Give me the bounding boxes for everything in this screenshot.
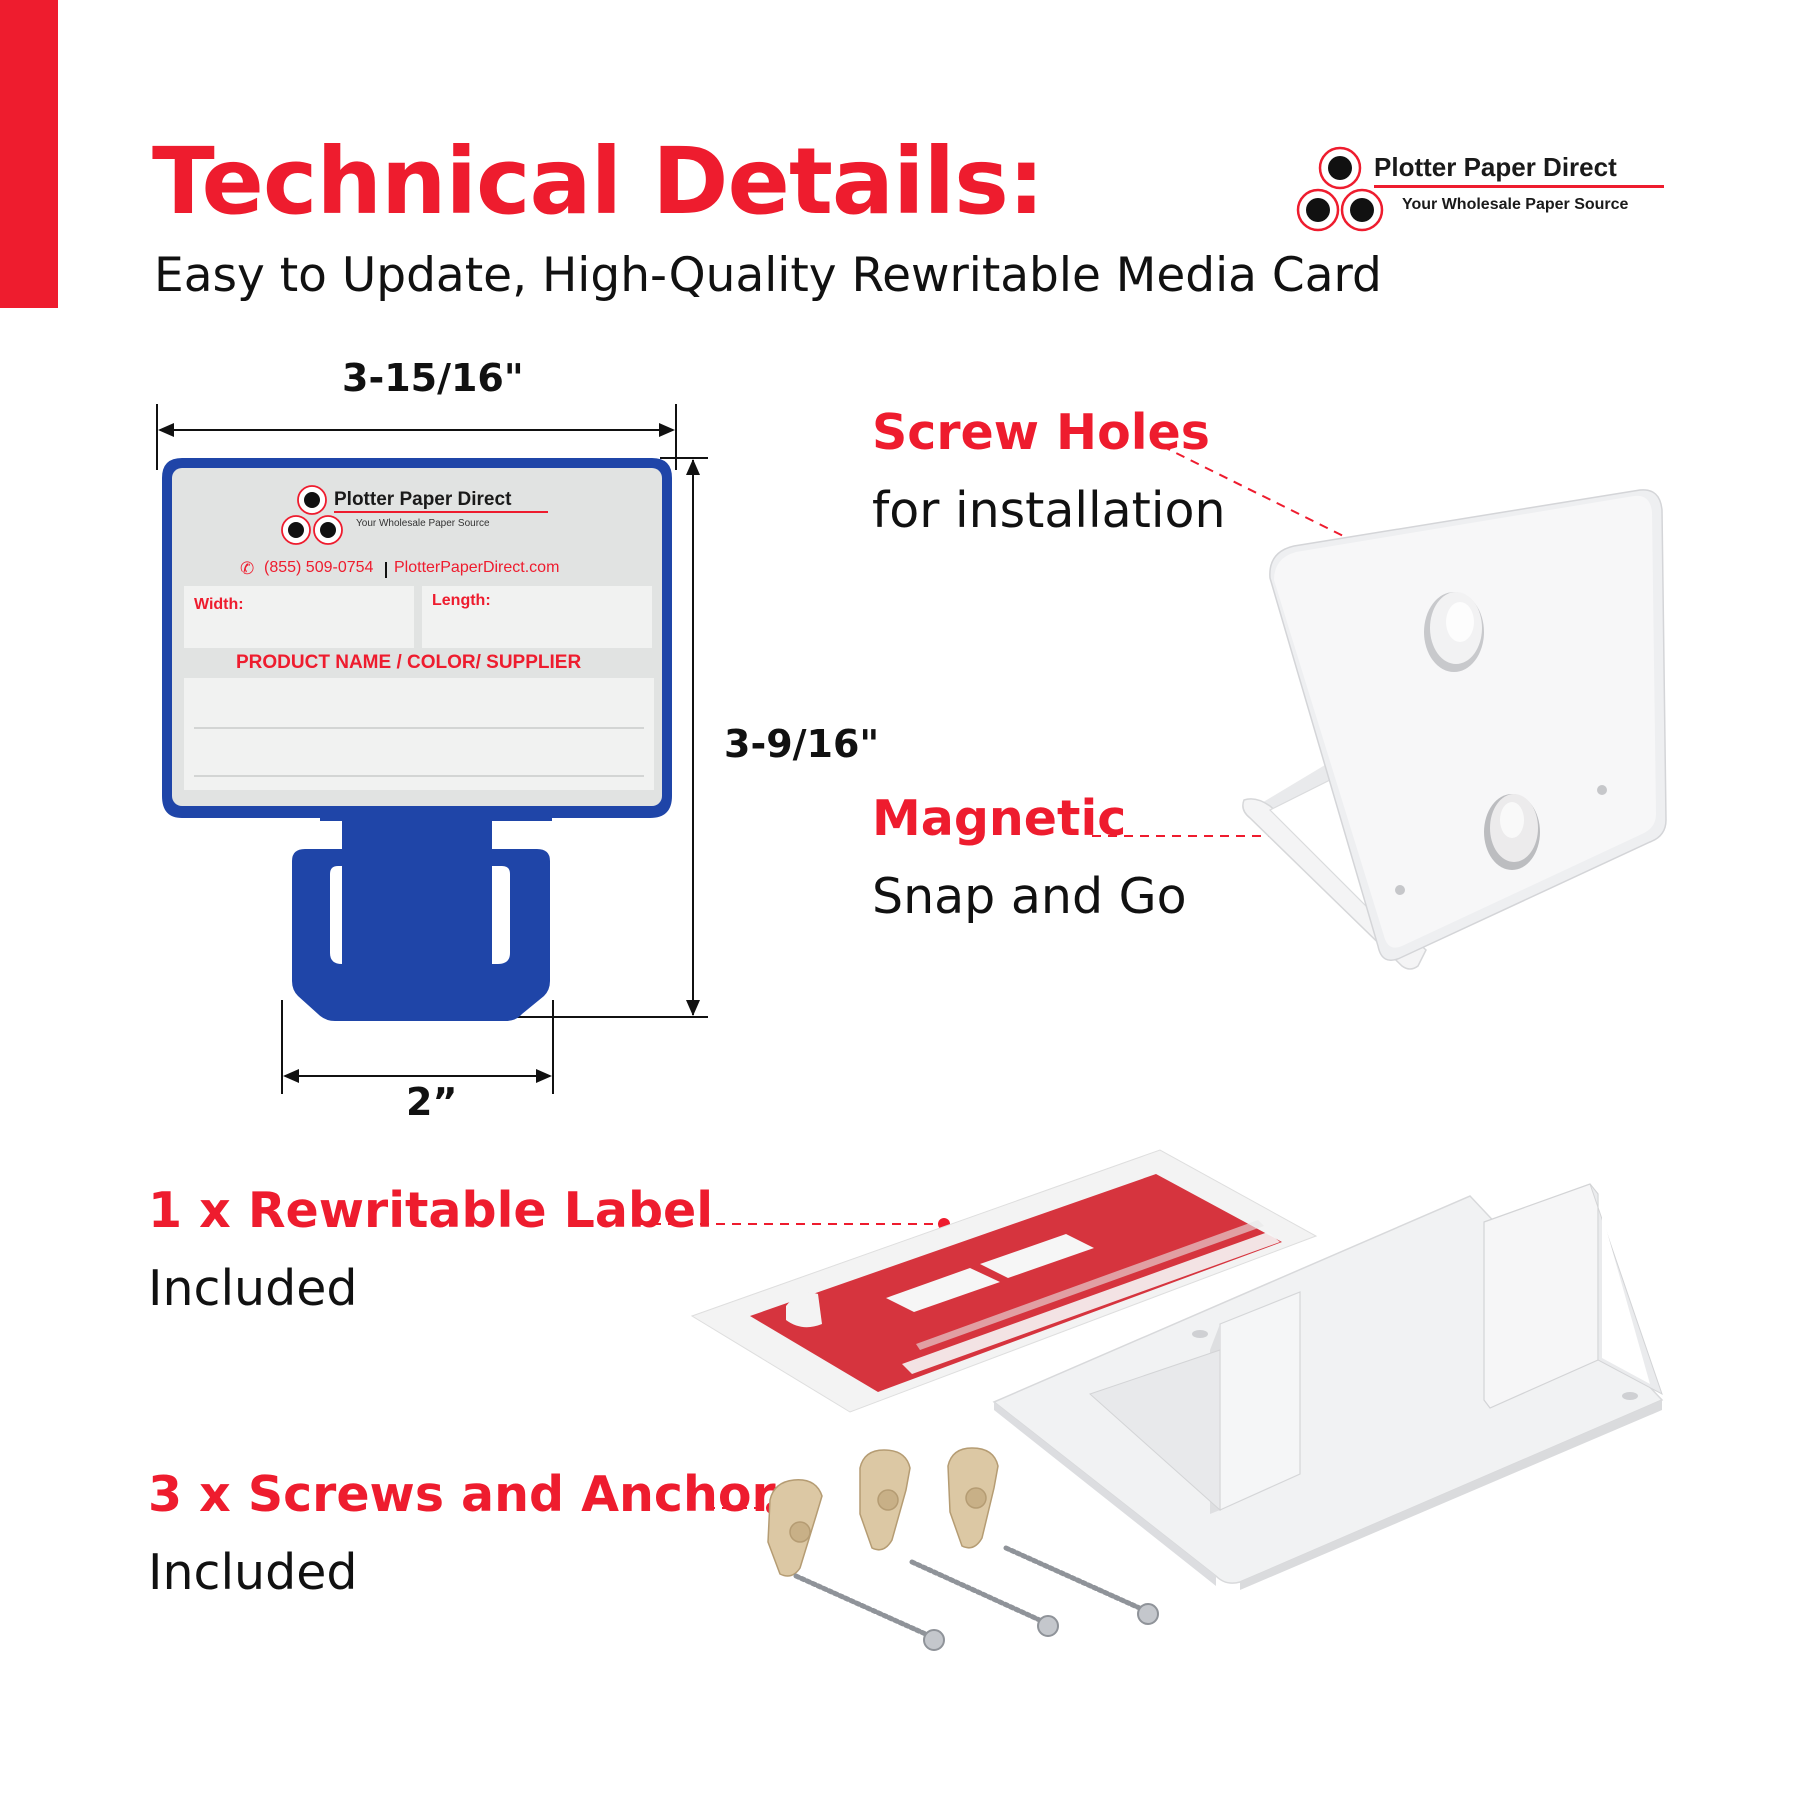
- rewritable-label-image: [690, 1149, 1318, 1413]
- screw-1: [793, 1573, 945, 1651]
- screw-holes-subtitle: for installation: [872, 482, 1226, 539]
- logo-tagline: Your Wholesale Paper Source: [1402, 196, 1629, 213]
- phone-icon: ✆: [240, 559, 255, 578]
- logo-name: Plotter Paper Direct: [1374, 152, 1617, 182]
- card-product-label: PRODUCT NAME / COLOR/ SUPPLIER: [236, 652, 582, 673]
- screw-3: [1003, 1545, 1159, 1625]
- page-title: Technical Details:: [152, 128, 1045, 235]
- tab-width-dimension: 2”: [406, 1080, 458, 1124]
- media-card: Plotter Paper Direct Your Wholesale Pape…: [160, 456, 674, 1021]
- screw-holes-title: Screw Holes: [872, 404, 1210, 461]
- magnetic-title: Magnetic: [872, 790, 1127, 847]
- screw-2: [909, 1559, 1059, 1637]
- screws-title: 3 x Screws and Anchors: [148, 1466, 805, 1523]
- card-width-label: Width:: [194, 596, 244, 613]
- card-length-label: Length:: [432, 592, 491, 609]
- logo-underline: [1374, 185, 1664, 188]
- magnetic-holder-image: [1242, 489, 1667, 970]
- card-holder-shape: [162, 458, 672, 1021]
- card-tagline: Your Wholesale Paper Source: [356, 518, 490, 529]
- page-subtitle: Easy to Update, High-Quality Rewritable …: [154, 248, 1382, 303]
- screws-and-anchors-image: [767, 1447, 1159, 1651]
- screws-subtitle: Included: [148, 1544, 358, 1601]
- accent-bar: [0, 0, 58, 308]
- anchor-2: [859, 1449, 911, 1551]
- height-dimension: 3-9/16": [724, 722, 880, 766]
- width-dimension: 3-15/16": [342, 356, 524, 400]
- card-phone: (855) 509-0754: [264, 559, 374, 576]
- card-brand: Plotter Paper Direct: [334, 489, 512, 510]
- brand-logo: Plotter Paper Direct Your Wholesale Pape…: [1290, 140, 1670, 232]
- label-included-subtitle: Included: [148, 1260, 358, 1317]
- label-included-title: 1 x Rewritable Label: [148, 1182, 714, 1239]
- card-website: PlotterPaperDirect.com: [394, 559, 560, 576]
- three-circles-logo-icon: [1296, 146, 1384, 232]
- anchor-1: [767, 1479, 823, 1577]
- wall-mount-base-image: [992, 1183, 1664, 1590]
- magnetic-subtitle: Snap and Go: [872, 868, 1187, 925]
- anchor-3: [947, 1447, 999, 1549]
